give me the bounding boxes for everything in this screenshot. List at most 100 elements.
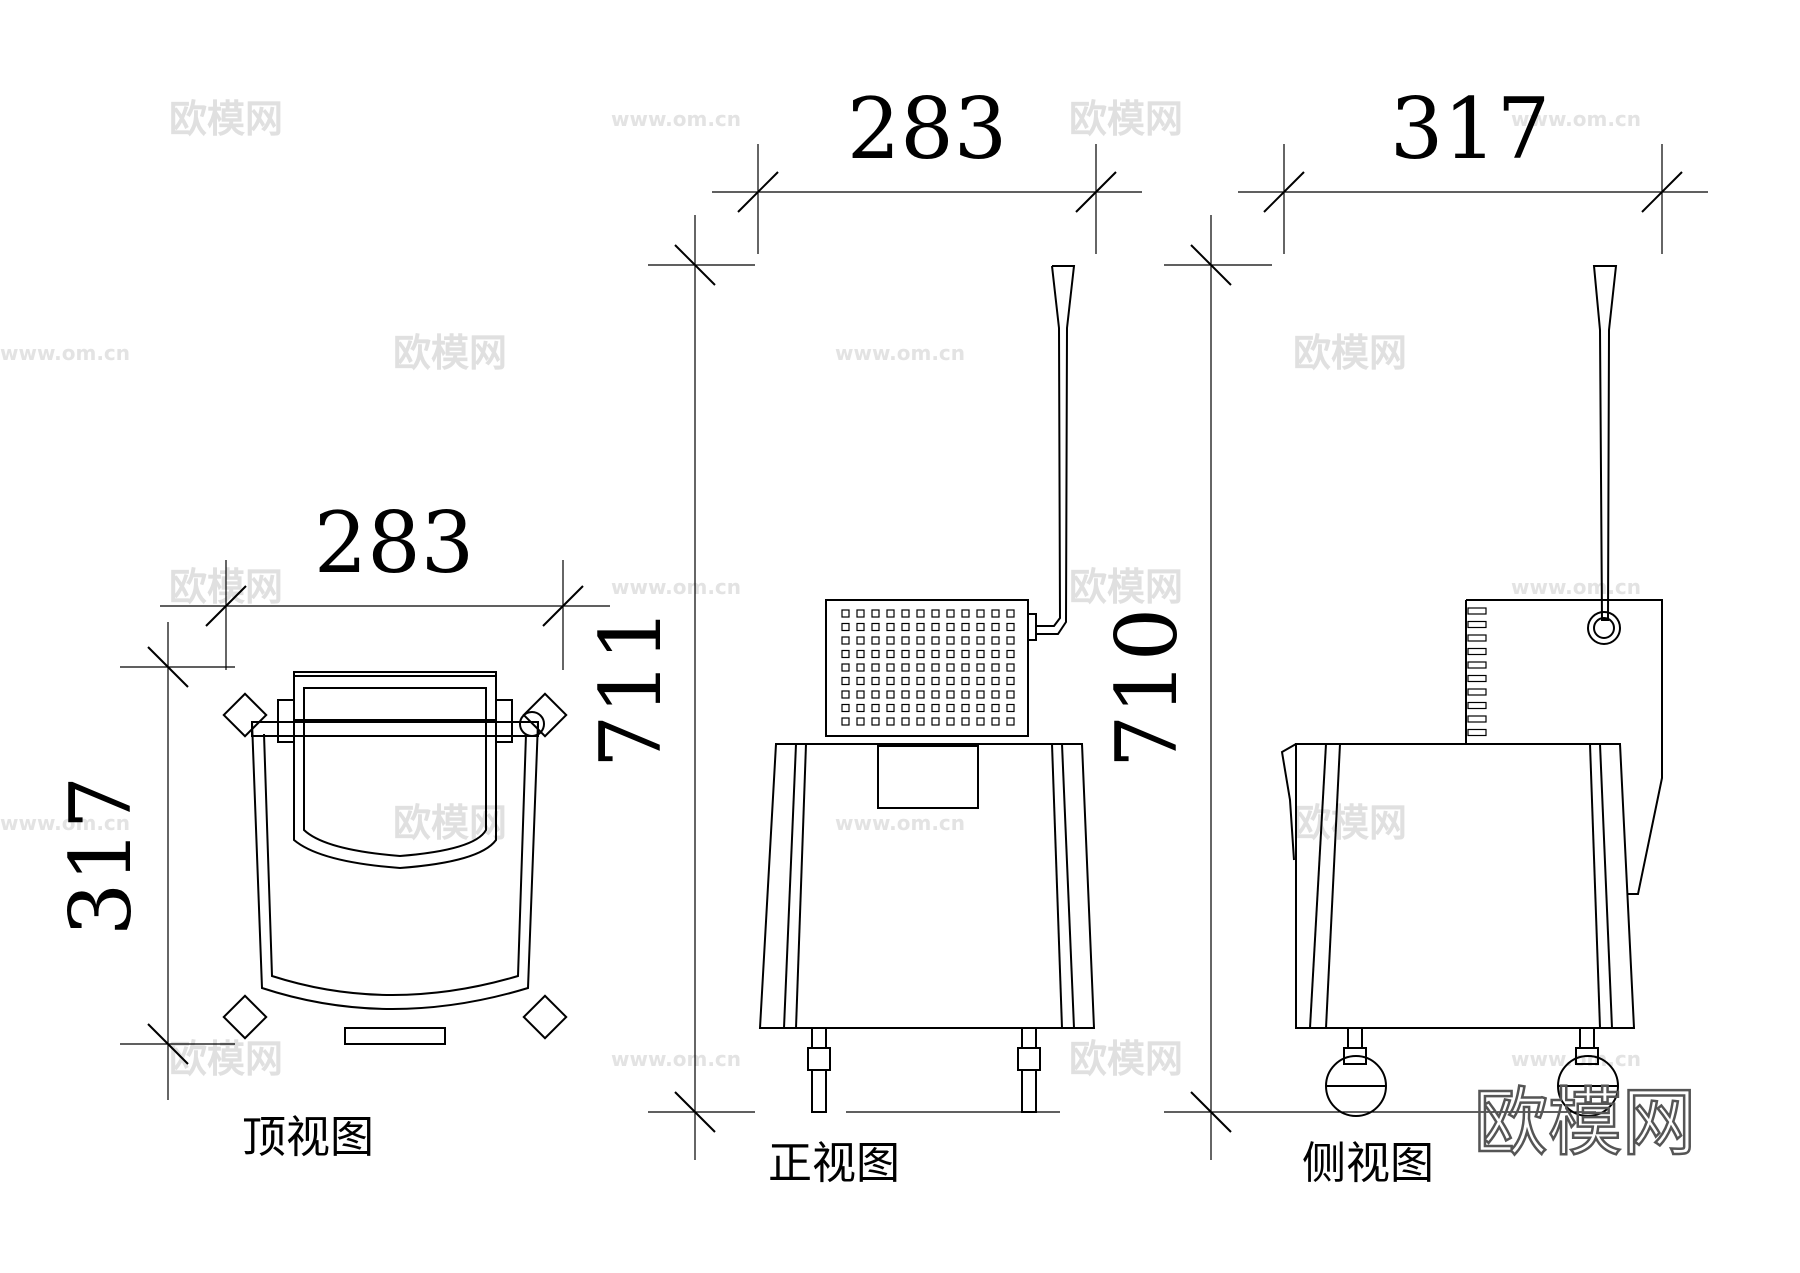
perforation-hole bbox=[901, 717, 910, 726]
perforation-hole bbox=[871, 636, 880, 645]
side-view-caption: 侧视图 bbox=[1302, 1138, 1434, 1189]
perforation-hole bbox=[961, 609, 970, 618]
perforation-hole bbox=[841, 663, 850, 672]
perforation-hole bbox=[931, 717, 940, 726]
side-slot bbox=[1467, 728, 1487, 737]
perforation-hole bbox=[841, 622, 850, 632]
watermark-brand: 欧模网 bbox=[1069, 565, 1183, 609]
perforation-hole bbox=[901, 609, 910, 618]
perforation-hole bbox=[901, 649, 910, 659]
perforation-hole bbox=[931, 703, 940, 713]
front-view-caption: 正视图 bbox=[768, 1138, 900, 1189]
perforation-hole bbox=[871, 717, 880, 726]
watermark-brand: 欧模网 bbox=[169, 97, 283, 141]
front-view-height-label: 711 bbox=[582, 608, 680, 768]
watermark-url: www.om.cn bbox=[0, 811, 130, 835]
top-view-depth-dimension: 317 bbox=[52, 622, 235, 1100]
perforation-hole bbox=[871, 690, 880, 699]
perforation-hole bbox=[961, 636, 970, 645]
watermark-url: www.om.cn bbox=[0, 341, 130, 365]
perforation-hole bbox=[946, 622, 955, 632]
watermark-url: www.om.cn bbox=[611, 1047, 741, 1071]
perforation-hole bbox=[946, 636, 955, 645]
watermark-url: www.om.cn bbox=[1511, 107, 1641, 131]
perforation-hole bbox=[886, 717, 895, 726]
perforation-hole bbox=[916, 649, 925, 659]
perforation-hole bbox=[886, 609, 895, 618]
perforation-hole bbox=[856, 609, 865, 618]
perforation-hole bbox=[961, 717, 970, 726]
perforation-hole bbox=[976, 622, 985, 632]
perforation-hole bbox=[901, 636, 910, 645]
side-view-height-label: 710 bbox=[1098, 608, 1196, 768]
perforation-hole bbox=[1006, 663, 1015, 672]
perforation-hole bbox=[841, 649, 850, 659]
watermark-logo: 欧模网 bbox=[1474, 1080, 1696, 1166]
perforation-hole bbox=[856, 717, 865, 726]
perforation-hole bbox=[901, 703, 910, 713]
wringer-side-slots bbox=[1467, 607, 1487, 737]
watermark-url: www.om.cn bbox=[1511, 575, 1641, 599]
perforation-hole bbox=[991, 622, 1000, 632]
top-view-width-dimension: 283 bbox=[160, 494, 610, 670]
top-view-bucket-outline bbox=[222, 671, 568, 1045]
perforation-hole bbox=[916, 663, 925, 672]
side-slot bbox=[1467, 647, 1487, 656]
side-view-height-dimension: 710 bbox=[1098, 215, 1596, 1160]
perforation-hole bbox=[976, 676, 985, 686]
perforation-hole bbox=[991, 703, 1000, 713]
side-slot bbox=[1467, 661, 1487, 669]
perforation-hole bbox=[991, 636, 1000, 645]
side-slot bbox=[1467, 620, 1487, 629]
perforation-hole bbox=[856, 676, 865, 686]
side-slot bbox=[1467, 715, 1487, 723]
perforation-hole bbox=[991, 690, 1000, 699]
perforation-hole bbox=[886, 690, 895, 699]
perforation-hole bbox=[886, 703, 895, 713]
perforation-hole bbox=[856, 649, 865, 659]
perforation-hole bbox=[916, 717, 925, 726]
perforation-hole bbox=[991, 717, 1000, 726]
perforation-hole bbox=[991, 663, 1000, 672]
perforation-hole bbox=[931, 609, 940, 618]
top-view-depth-label: 317 bbox=[52, 776, 150, 936]
watermark-brand: 欧模网 bbox=[393, 331, 507, 375]
perforation-hole bbox=[856, 622, 865, 632]
perforation-hole bbox=[931, 676, 940, 686]
perforation-hole bbox=[991, 609, 1000, 618]
perforation-hole bbox=[1006, 622, 1015, 632]
perforation-hole bbox=[946, 676, 955, 686]
perforation-hole bbox=[1006, 690, 1015, 699]
perforation-hole bbox=[946, 649, 955, 659]
perforation-hole bbox=[901, 663, 910, 672]
perforation-hole bbox=[1006, 649, 1015, 659]
perforation-hole bbox=[871, 622, 880, 632]
side-view: 317 710 bbox=[1098, 80, 1708, 1189]
front-view: 283 711 bbox=[582, 80, 1142, 1189]
watermark-url: www.om.cn bbox=[835, 811, 965, 835]
perforation-hole bbox=[901, 676, 910, 686]
perforation-hole bbox=[886, 676, 895, 686]
perforation-hole bbox=[1006, 609, 1015, 618]
watermark-brand: 欧模网 bbox=[1069, 97, 1183, 141]
perforation-hole bbox=[916, 622, 925, 632]
side-slot bbox=[1467, 701, 1487, 710]
perforation-hole bbox=[976, 717, 985, 726]
watermark-brand: 欧模网 bbox=[1069, 1037, 1183, 1081]
perforation-hole bbox=[841, 717, 850, 726]
side-view-bucket bbox=[1280, 265, 1663, 1117]
perforation-hole bbox=[916, 676, 925, 686]
perforation-hole bbox=[841, 676, 850, 686]
perforation-hole bbox=[871, 609, 880, 618]
perforation-hole bbox=[946, 663, 955, 672]
perforation-hole bbox=[841, 609, 850, 618]
watermark-brand: 欧模网 bbox=[1293, 331, 1407, 375]
perforation-hole bbox=[976, 649, 985, 659]
perforation-hole bbox=[946, 690, 955, 699]
perforation-hole bbox=[916, 690, 925, 699]
perforation-hole bbox=[931, 622, 940, 632]
perforation-hole bbox=[916, 636, 925, 645]
top-view-width-label: 283 bbox=[314, 494, 474, 592]
side-slot bbox=[1467, 607, 1487, 615]
perforation-hole bbox=[931, 649, 940, 659]
